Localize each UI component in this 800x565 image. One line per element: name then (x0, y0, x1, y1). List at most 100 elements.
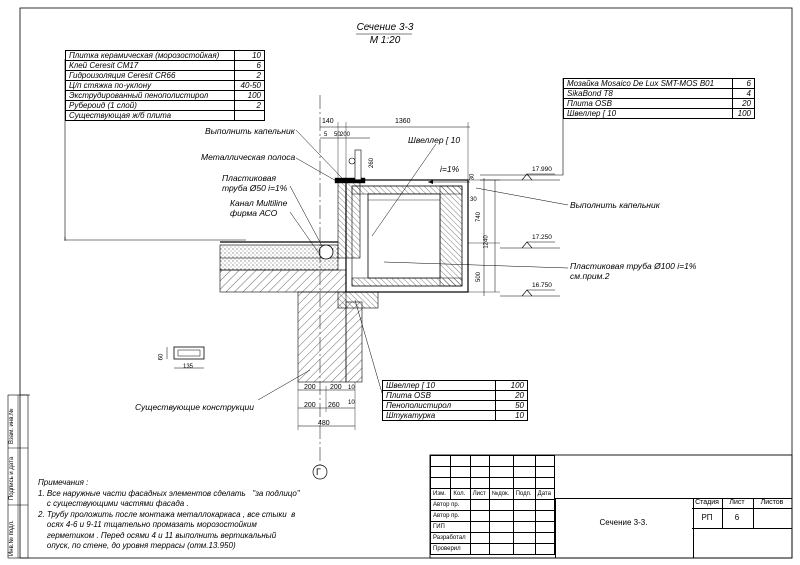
layer-name: Швеллер [ 10 (381, 380, 497, 391)
layer-thickness: 4 (731, 88, 756, 99)
layer-thickness: 6 (731, 78, 756, 89)
layer-thickness: 20 (731, 98, 756, 109)
layer-name: Плита OSB (563, 98, 733, 109)
notes-line: опуск, по стене, до уровня террасы (отм.… (38, 541, 236, 550)
side-inv-replace: Взам. инв.№ (9, 408, 15, 444)
axis-label: Г (316, 467, 321, 477)
callout-drip-right: Выполнить капельник (570, 200, 660, 210)
stamp-col-ndok: №док. (488, 488, 514, 500)
layer-name: Гидроизоляция Ceresit CR66 (64, 70, 236, 81)
layer-name: Плита OSB (381, 390, 497, 401)
stamp-row-label: Автор пр. (430, 510, 471, 522)
dim-5: 5 (324, 132, 328, 138)
planter-box (345, 179, 469, 293)
layer-thickness: 2 (234, 70, 265, 81)
layer-thickness (234, 110, 265, 121)
dim-bottom-10b: 10 (348, 400, 355, 406)
stamp-sheet-title: Сечение 3-3. (599, 518, 648, 527)
dim-135: 135 (183, 364, 194, 370)
channel-profile-detail (173, 346, 205, 360)
drawing-title: Сечение 3-3 (356, 22, 414, 33)
stamp-row-label: Автор пр. (430, 499, 471, 511)
stamp-sheet-value: 6 (734, 513, 740, 522)
stamp-col-kol: Кол. (450, 488, 471, 500)
stamp-top-right (555, 455, 792, 499)
level-mark-1 (480, 173, 560, 181)
callout-channel-beam: Швеллер [ 10 (408, 135, 461, 145)
callout-pipe100: Пластиковая труба Ø100 i=1% (570, 261, 697, 271)
stamp-col-izm: Изм. (429, 488, 452, 500)
stamp-title-cell (555, 498, 694, 558)
layer-name: Пенополистирол (381, 400, 497, 411)
level-17250: 17.250 (532, 234, 552, 241)
layer-thickness: 2 (234, 100, 265, 111)
dim-bottom-200b: 200 (330, 384, 342, 391)
dim-200: 200 (340, 132, 351, 138)
layer-name: Существующая ж/б плита (64, 110, 236, 121)
title-block (429, 454, 793, 559)
layer-row: Рубероид (1 слой)2 (64, 100, 265, 111)
stamp-column-headers: Изм. Кол. Лист №док. Подп. Дата (429, 488, 556, 500)
callout-channel-line2: фирма АСО (230, 208, 278, 218)
side-sign-date: Подпись и дата (9, 456, 15, 500)
callout-pipe50-line1: Пластиковая (222, 173, 276, 183)
layer-thickness: 100 (731, 108, 756, 119)
dim-500: 500 (476, 271, 483, 283)
dim-30a: 30 (469, 173, 476, 181)
layer-name: Мозайка Mosaico De Lux SMT-MOS B01 (563, 78, 733, 89)
axis-bubble (312, 464, 328, 480)
layer-thickness: 40-50 (234, 80, 265, 91)
callout-channel-line1: Канал Multiline (230, 198, 288, 208)
callout-pipe50-line2: труба Ø50 i=1% (222, 183, 288, 193)
stamp-signature-grid: Изм. Кол. Лист №док. Подп. Дата Автор пр… (429, 455, 556, 555)
existing-slab (219, 269, 347, 293)
layer-name: Рубероид (1 слой) (64, 100, 236, 111)
layer-name: SikaBond T8 (563, 88, 733, 99)
notes-heading: Примечания : (38, 478, 89, 487)
stamp-row-label: Разработал (430, 532, 471, 544)
dim-bottom-260: 260 (328, 402, 340, 409)
layer-thickness: 20 (495, 390, 528, 401)
dim-1360: 1360 (395, 118, 411, 125)
dim-bottom-200c: 200 (304, 402, 316, 409)
layer-name: Экструдированный пенополистирол (64, 90, 236, 101)
dim-1240: 1240 (483, 235, 490, 249)
layer-row: Существующая ж/б плита (64, 110, 265, 121)
layer-thickness: 100 (234, 90, 265, 101)
stamp-col-list: Лист (469, 488, 490, 500)
notes-line: герметиком . Перед осями 4 и 11 выполнит… (38, 530, 277, 540)
notes-block: Примечания : 1. Все наружные части фасад… (38, 478, 378, 552)
level-16750: 16.750 (532, 282, 552, 289)
dim-50: 50 (334, 132, 341, 138)
drawing-scale: М 1:20 (369, 35, 401, 46)
callout-slope: i=1% (440, 164, 460, 174)
dim-740: 740 (476, 211, 483, 223)
stamp-row-label: Проверил (430, 543, 471, 555)
pipe-50 (318, 244, 334, 260)
side-inv-orig: Инв.№ подл. (9, 520, 15, 556)
layer-row: Плитка керамическая (морозостойкая)10 (64, 50, 265, 61)
layer-thickness: 10 (495, 410, 528, 421)
notes-line: 2. Трубу проложить после монтажа металло… (38, 509, 296, 519)
notes-line: с существующими частями фасада . (38, 499, 189, 508)
level-mark-3 (500, 289, 560, 297)
layer-thickness: 10 (234, 50, 265, 61)
stamp-sheet-label: Лист (729, 499, 745, 506)
callout-drip-left: Выполнить капельник (205, 126, 295, 136)
stamp-row-label: ГИП (430, 521, 471, 533)
dim-bottom-10a: 10 (348, 385, 355, 391)
level-mark-2 (500, 241, 560, 249)
callout-metal-strip: Металлическая полоса (201, 152, 296, 162)
